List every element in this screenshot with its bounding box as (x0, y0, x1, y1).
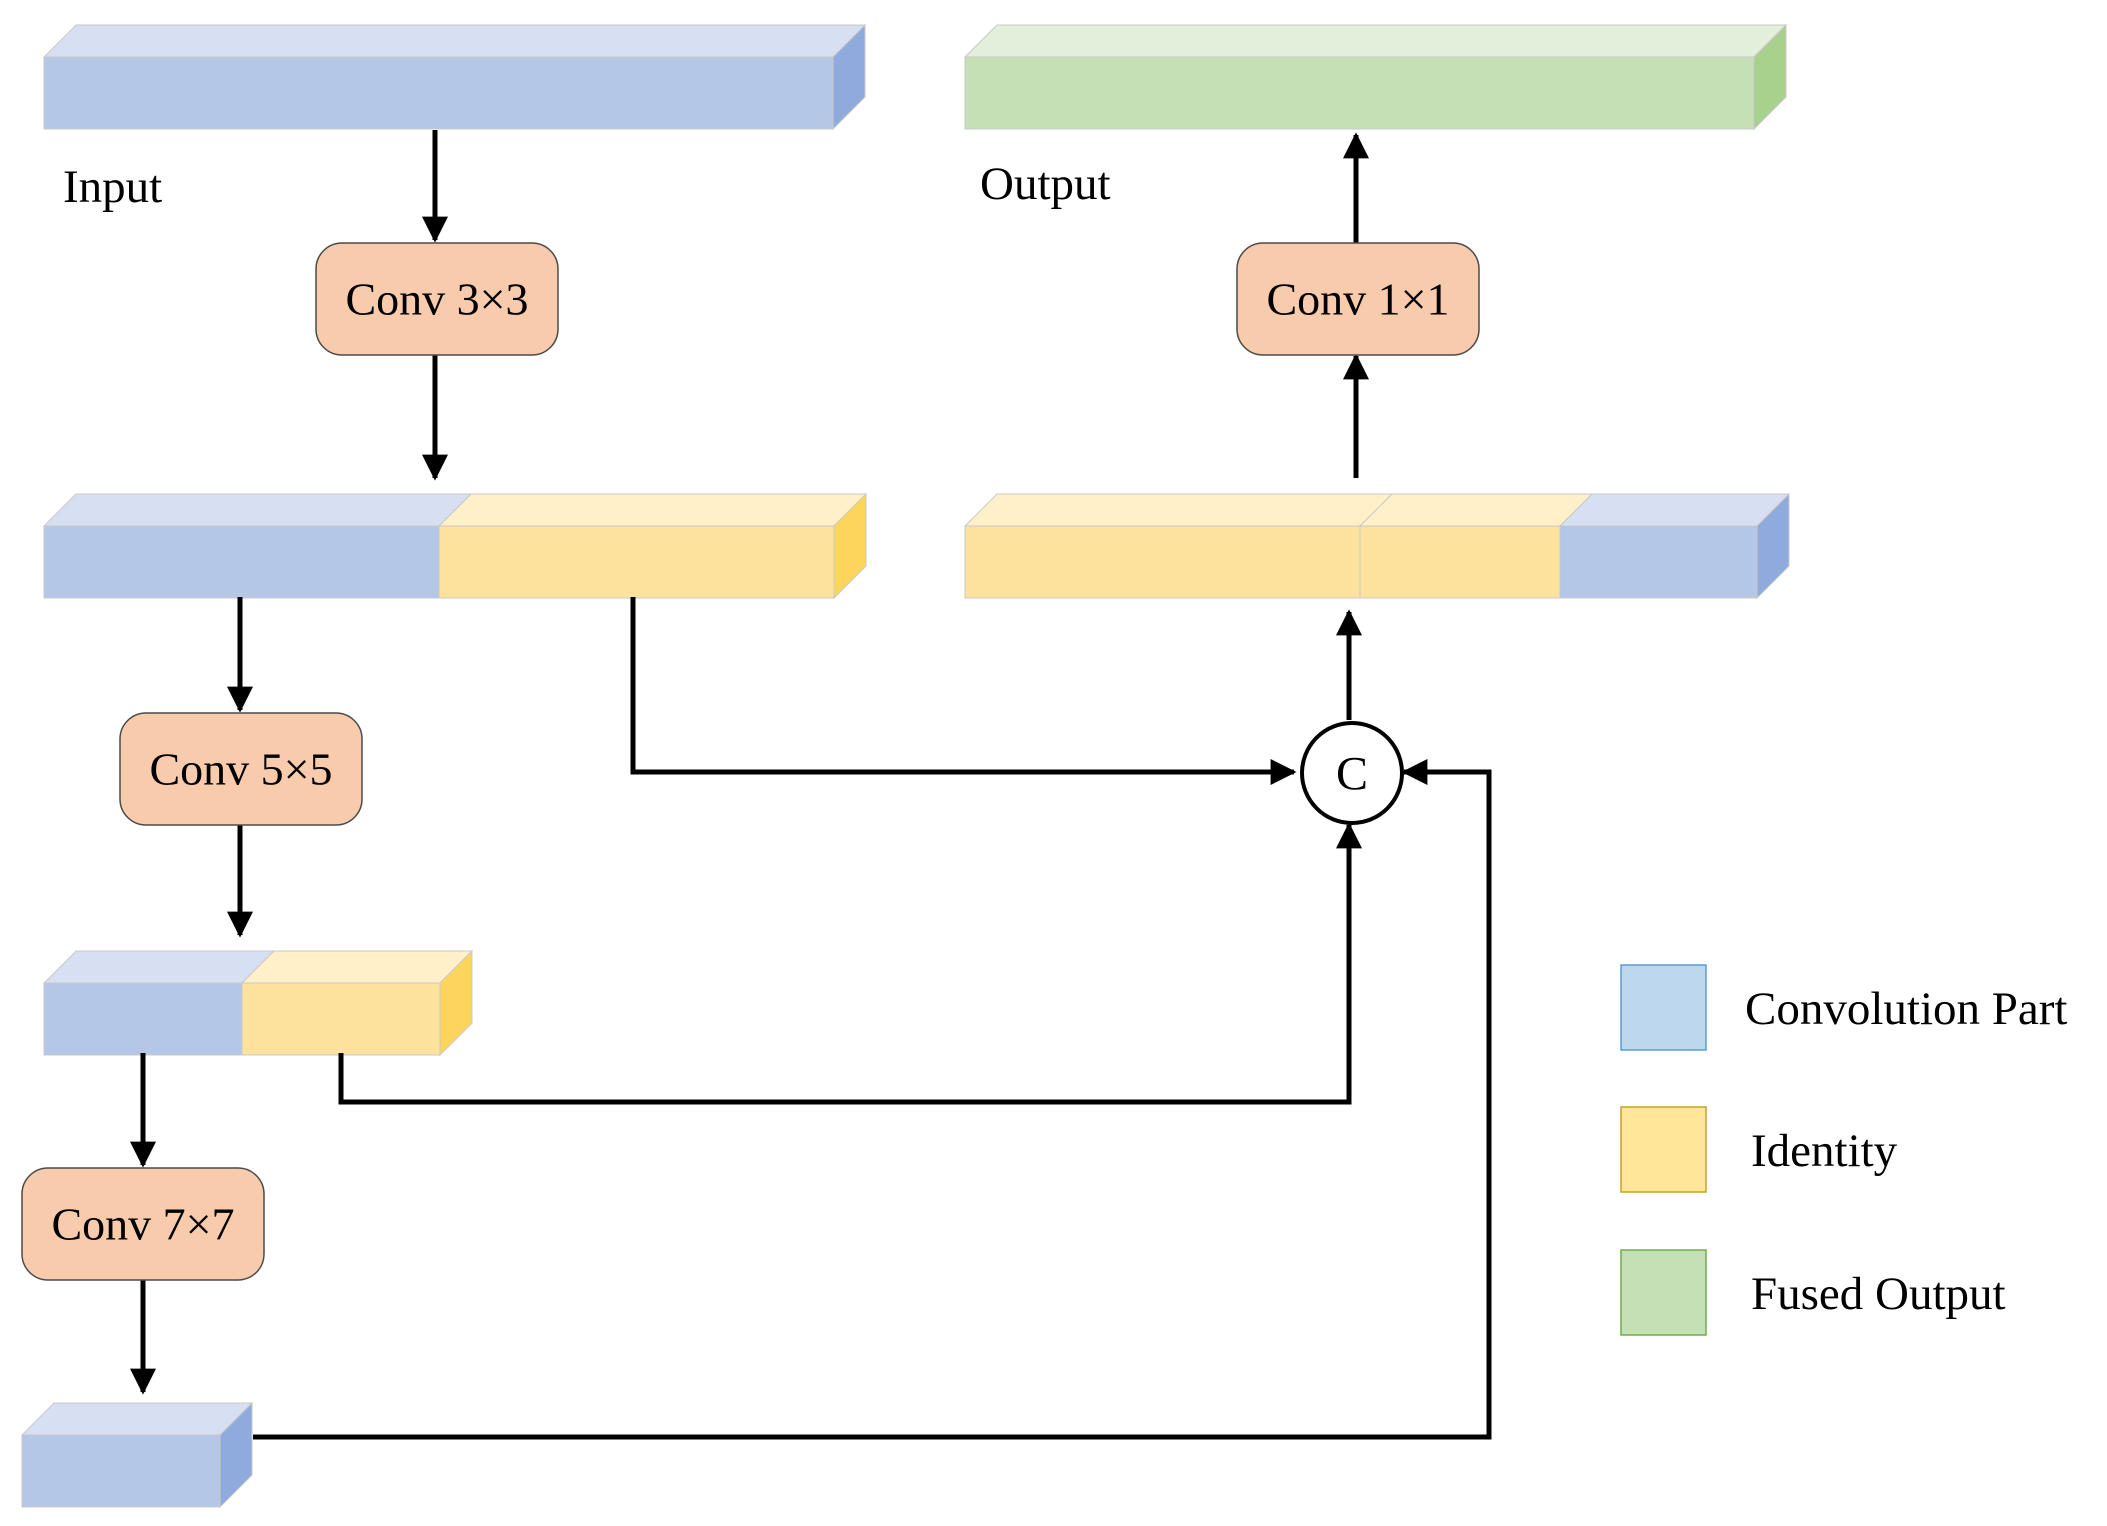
merged-tensor-seg0-front (964, 525, 1361, 599)
final-tensor-side (219, 1401, 253, 1509)
legend-label-convolution: Convolution Part (1745, 983, 2067, 1035)
split1-tensor-seg1-top (437, 493, 868, 527)
conv1-block: Conv 1×1 (1236, 242, 1480, 356)
legend-item-fused: Fused Output (1620, 1249, 2006, 1336)
conv1-box (1236, 242, 1480, 356)
output-tensor-seg0-top (963, 24, 1788, 58)
output-label: Output (980, 158, 1111, 210)
split1-tensor (42, 492, 868, 600)
output-tensor-side (1753, 23, 1787, 131)
concat-circle (1300, 721, 1404, 825)
split1-tensor-seg0-top (42, 493, 473, 527)
split1-tensor-seg0-front (43, 525, 440, 599)
legend-label-fused: Fused Output (1751, 1268, 2006, 1320)
skip-identity2-to-concat (338, 822, 1362, 1105)
conv7-box (21, 1167, 265, 1281)
conv3-block: Conv 3×3 (315, 242, 559, 356)
legend-swatch-identity (1620, 1106, 1707, 1193)
split2-tensor-seg1-top (240, 950, 474, 984)
legend-label-identity: Identity (1751, 1125, 1898, 1177)
skip-identity1-to-concat (630, 597, 1297, 785)
merged-tensor-seg2-top (1558, 493, 1791, 527)
output-tensor-seg0-front (964, 56, 1755, 130)
concat-node: C (1300, 721, 1404, 825)
conv1-label: Conv 1×1 (1266, 274, 1449, 325)
connectors (130, 130, 1492, 1440)
split1-tensor-seg1-front (438, 525, 835, 599)
merged-tensor (963, 492, 1791, 600)
conv7-label: Conv 7×7 (51, 1199, 234, 1250)
conv5-box (119, 712, 363, 826)
conv7-block: Conv 7×7 (21, 1167, 265, 1281)
conv5-label: Conv 5×5 (149, 744, 332, 795)
conv5-block: Conv 5×5 (119, 712, 363, 826)
feature-maps (20, 23, 1791, 1509)
split2-tensor-seg1-front (241, 982, 441, 1056)
input-tensor-seg0-front (43, 56, 834, 130)
output-tensor (963, 23, 1788, 131)
final-tensor-seg0-top (20, 1402, 254, 1436)
legend-swatch-convolution (1620, 964, 1707, 1051)
conv3-box (315, 242, 559, 356)
input-tensor (42, 23, 867, 131)
merged-tensor-side (1756, 492, 1790, 600)
conv3-label: Conv 3×3 (345, 274, 528, 325)
legend-item-identity: Identity (1620, 1106, 1898, 1193)
merged-tensor-seg1-top (1358, 493, 1594, 527)
merged-tensor-seg0-top (963, 493, 1394, 527)
final-tensor (20, 1401, 254, 1509)
split2-tensor-seg0-top (42, 950, 276, 984)
input-tensor-side (832, 23, 866, 131)
split1-tensor-side (833, 492, 867, 600)
final-tensor-seg0-front (21, 1434, 221, 1508)
merged-tensor-seg2-front (1559, 525, 1758, 599)
split2-tensor (42, 949, 474, 1057)
merged-tensor-seg1-front (1359, 525, 1561, 599)
concat-label: C (1336, 748, 1368, 801)
split2-tensor-side (439, 949, 473, 1057)
legend-swatch-fused (1620, 1249, 1707, 1336)
skip-final-to-concat (253, 759, 1492, 1440)
input-tensor-seg0-top (42, 24, 867, 58)
split2-tensor-seg0-front (43, 982, 243, 1056)
input-label: Input (63, 161, 162, 213)
legend: Convolution Part Identity Fused Output (1620, 964, 2067, 1336)
legend-item-convolution: Convolution Part (1620, 964, 2067, 1051)
